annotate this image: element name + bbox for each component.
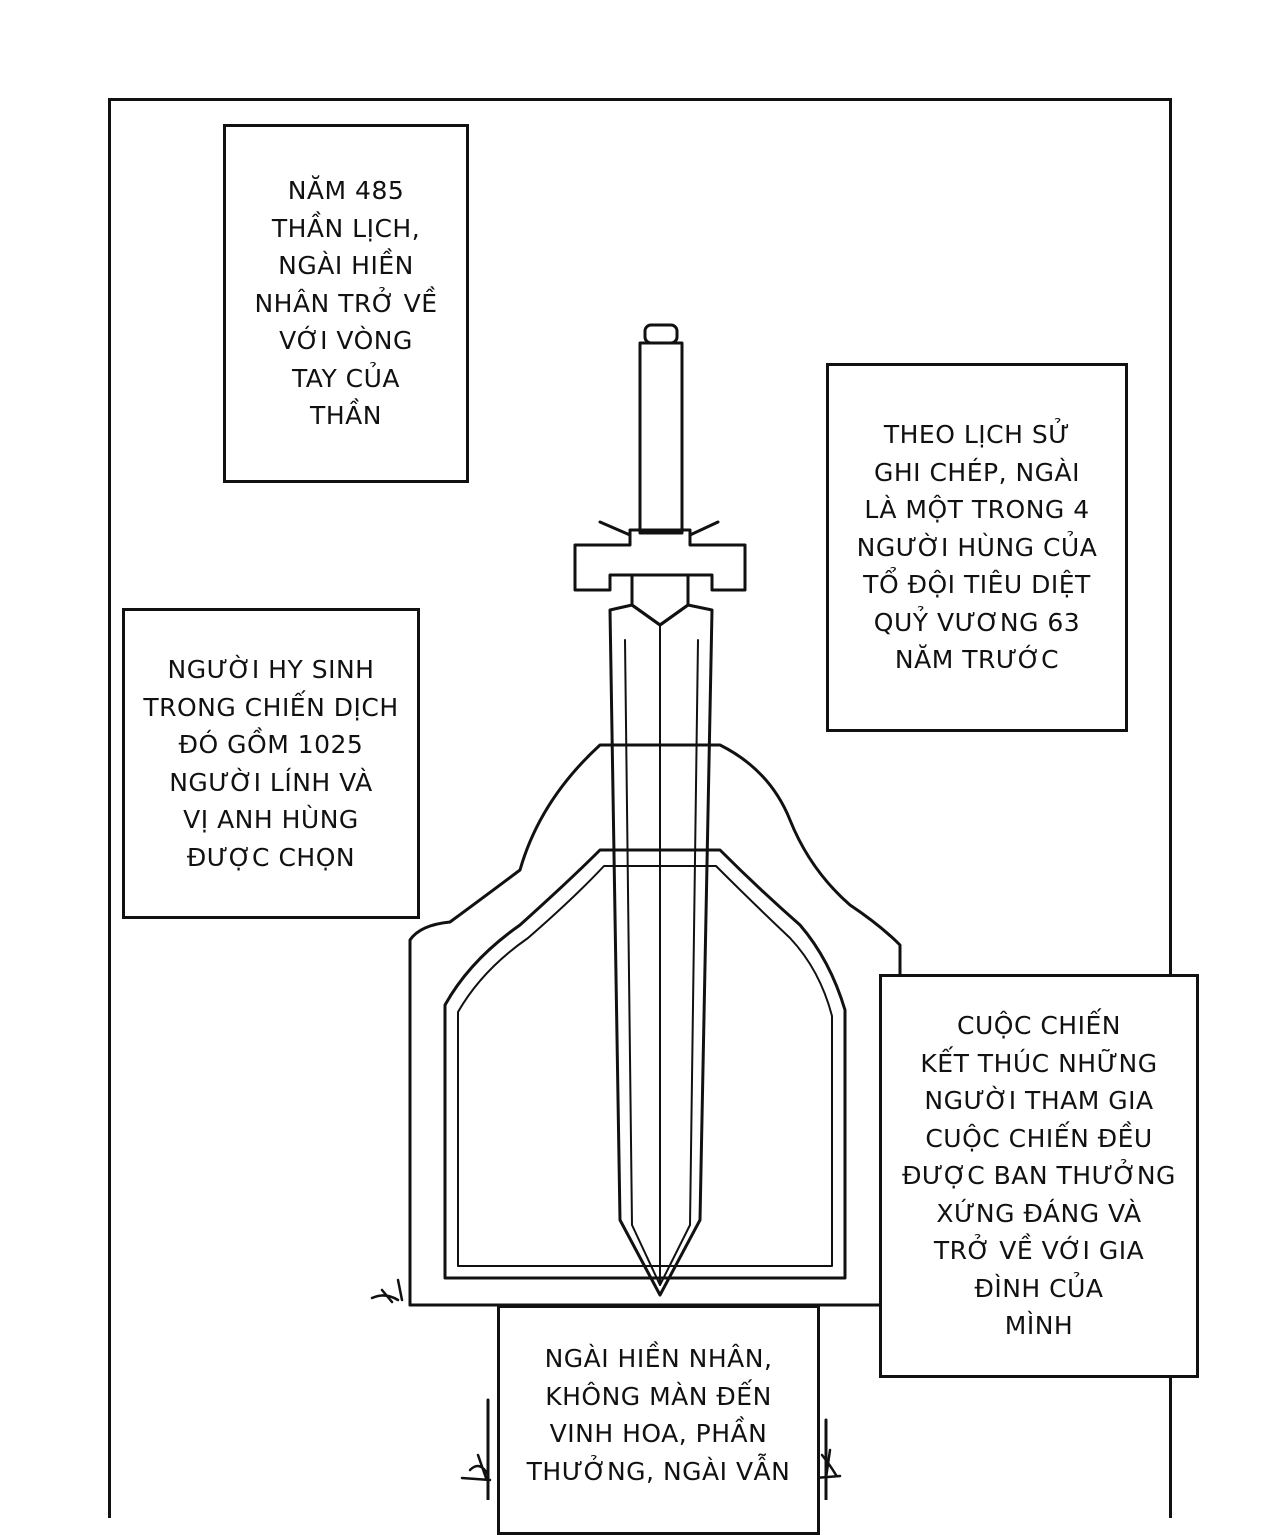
caption-line: KHÔNG MÀN ĐẾN bbox=[545, 1381, 772, 1411]
sword-pommel bbox=[643, 323, 679, 345]
caption-line: XỨNG ĐÁNG VÀ bbox=[936, 1198, 1142, 1228]
caption-line: THẦN bbox=[310, 401, 382, 431]
caption-line: MÌNH bbox=[1004, 1311, 1074, 1341]
caption-line: VỊ ANH HÙNG bbox=[183, 805, 359, 834]
caption-line: THƯỞNG, NGÀI VẪN bbox=[526, 1456, 791, 1486]
sword-crossguard bbox=[573, 528, 747, 592]
caption-lines: THEO LỊCH SỬ GHI CHÉP, NGÀI LÀ MỘT TRONG 4… bbox=[857, 416, 1098, 679]
caption-box-war-end: CUỘC CHIẾN KẾT THÚC NHỮNG NGƯỜI THAM GIA CU… bbox=[879, 974, 1199, 1378]
caption-line: CUỘC CHIẾN ĐỀU bbox=[925, 1123, 1153, 1153]
caption-line: LÀ MỘT TRONG 4 bbox=[864, 495, 1090, 525]
caption-line: TỔ ĐỘI TIÊU DIỆT bbox=[863, 570, 1091, 600]
caption-line: ĐÌNH CỦA bbox=[974, 1273, 1104, 1303]
caption-line: TRONG CHIẾN DỊCH bbox=[143, 692, 399, 722]
caption-box-history: THEO LỊCH SỬ GHI CHÉP, NGÀI LÀ MỘT TRONG 4… bbox=[826, 363, 1128, 732]
caption-line: ĐƯỢC CHỌN bbox=[186, 842, 356, 872]
caption-line: NHÂN TRỞ VỀ bbox=[254, 288, 438, 318]
caption-line: NGƯỜI HY SINH bbox=[167, 655, 375, 684]
caption-line: CUỘC CHIẾN bbox=[957, 1011, 1121, 1041]
caption-line: VỚI VÒNG bbox=[279, 326, 413, 356]
sword-edge-line bbox=[624, 639, 699, 1286]
sword-grip bbox=[638, 341, 684, 535]
caption-line: NĂM 485 bbox=[287, 176, 405, 206]
caption-line: THẦN LỊCH, bbox=[271, 213, 421, 243]
caption-line: NGÀI HIỀN NHÂN, bbox=[544, 1344, 773, 1373]
caption-line: NGƯỜI HÙNG CỦA bbox=[856, 532, 1098, 562]
caption-lines: CUỘC CHIẾN KẾT THÚC NHỮNG NGƯỜI THAM GIA CU… bbox=[902, 1007, 1176, 1345]
caption-line: NGƯỜI THAM GIA bbox=[924, 1086, 1154, 1116]
monument-inner bbox=[443, 848, 847, 1280]
sword-ricasso bbox=[630, 573, 690, 627]
caption-line: NGÀI HIỀN bbox=[278, 251, 414, 281]
sword-blade bbox=[608, 603, 714, 1297]
caption-box-sage: NGÀI HIỀN NHÂN, KHÔNG MÀN ĐẾN VINH HOA, PH… bbox=[497, 1305, 820, 1535]
caption-line: ĐÓ GỒM 1025 bbox=[178, 730, 364, 759]
caption-line: NGƯỜI LÍNH VÀ bbox=[169, 767, 373, 797]
caption-line: NĂM TRƯỚC bbox=[894, 645, 1060, 675]
caption-line: TAY CỦA bbox=[291, 363, 401, 393]
caption-line: TRỞ VỀ VỚI GIA bbox=[933, 1236, 1145, 1266]
caption-line: ĐƯỢC BAN THƯỞNG bbox=[902, 1161, 1176, 1191]
monument-outer bbox=[408, 743, 902, 1307]
caption-line: QUỶ VƯƠNG 63 bbox=[873, 607, 1081, 637]
caption-line: KẾT THÚC NHỮNG bbox=[920, 1048, 1158, 1078]
comic-panel bbox=[108, 98, 1172, 1518]
grass-bottom-left bbox=[460, 1453, 492, 1482]
grass-left bbox=[370, 1278, 404, 1304]
sword-crossguard-spikes bbox=[598, 520, 720, 537]
caption-lines: NGÀI HIỀN NHÂN, KHÔNG MÀN ĐẾN VINH HOA, PH… bbox=[527, 1340, 791, 1490]
caption-lines: NGƯỜI HY SINH TRONG CHIẾN DỊCH ĐÓ GỒM 1025… bbox=[143, 651, 398, 876]
caption-line: GHI CHÉP, NGÀI bbox=[873, 457, 1081, 487]
caption-box-sacrifice: NGƯỜI HY SINH TRONG CHIẾN DỊCH ĐÓ GỒM 1025… bbox=[122, 608, 420, 919]
caption-line: THEO LỊCH SỬ bbox=[883, 420, 1071, 450]
caption-line: VINH HOA, PHẦN bbox=[549, 1419, 768, 1448]
monument-inner-2 bbox=[457, 865, 833, 1267]
